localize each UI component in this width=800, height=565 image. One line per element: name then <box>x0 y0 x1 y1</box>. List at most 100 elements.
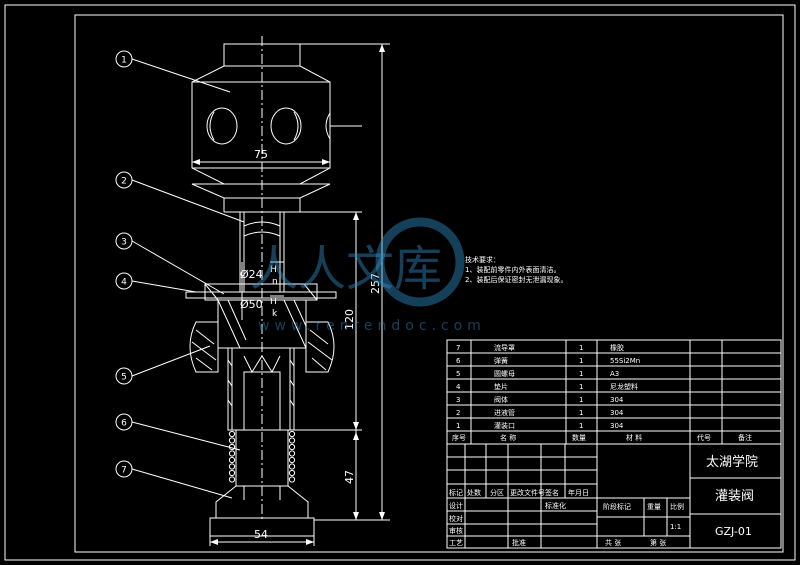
dim-fit-1b: n <box>272 277 278 287</box>
bom-cell-material: A3 <box>610 370 619 378</box>
dim-fit-2b: k <box>272 309 278 319</box>
bom-header-remark: 备注 <box>738 433 752 442</box>
spring-coil <box>288 469 296 477</box>
spring-coil <box>228 430 236 438</box>
spring-coil <box>288 456 296 464</box>
svg-text:7: 7 <box>121 466 127 476</box>
title-block <box>446 443 782 549</box>
bom-header-qty: 数量 <box>572 433 586 442</box>
bom-cell-qty: 1 <box>579 383 583 391</box>
dim-width-bottom: 54 <box>254 528 268 541</box>
tb-drawing-name: 灌装阀 <box>715 489 754 504</box>
bom-cell-no: 4 <box>456 383 461 391</box>
tb-sheet: 第 张 <box>650 538 666 547</box>
bom-header-material: 材 料 <box>626 433 642 442</box>
tb-weight: 重量 <box>647 503 661 511</box>
tb-count: 处数 <box>467 488 481 497</box>
bom-cell-qty: 1 <box>579 422 583 430</box>
bom-cell-name: 灌装口 <box>494 421 515 430</box>
spring-coil <box>228 450 236 457</box>
spring-coil <box>288 476 296 483</box>
tb-doc-no: 更改文件号 <box>510 488 545 497</box>
watermark: 人人文库 www.renrendoc.com <box>250 217 486 334</box>
dim-dia-large: Ø50 <box>240 298 263 311</box>
bom-cell-material: 尼龙塑料 <box>610 382 638 391</box>
tb-mark: 标记 <box>449 488 463 497</box>
tb-proofread: 校对 <box>449 514 463 523</box>
tb-sign: 签名 <box>545 488 559 497</box>
bom-cell-name: 进液管 <box>494 408 515 417</box>
part-fill-head <box>191 43 362 213</box>
bom-header-code: 代号 <box>697 433 711 442</box>
dim-height-mid: 120 <box>343 309 356 330</box>
outer-border <box>4 4 796 561</box>
spring-coil <box>288 437 296 444</box>
watermark-brand: 人人文库 <box>250 241 442 297</box>
watermark-ring <box>375 217 465 307</box>
watermark-url: www.renrendoc.com <box>258 318 486 334</box>
tech-req-line1: 1、装配前零件内外表面清洁。 <box>465 265 560 274</box>
tb-date: 年月日 <box>568 488 589 497</box>
tb-review: 审核 <box>449 526 463 535</box>
tech-req-title: 技术要求： <box>465 255 500 264</box>
svg-text:4: 4 <box>121 278 127 288</box>
part-spring <box>228 430 296 486</box>
tb-approve: 批准 <box>512 538 526 547</box>
spring-coil <box>288 463 296 470</box>
bom-cell-name: 弹簧 <box>494 356 508 365</box>
dim-height-total: 257 <box>369 273 382 294</box>
bom-cell-name: 流导罩 <box>494 343 515 352</box>
inner-border <box>74 14 784 553</box>
bom-cell-no: 3 <box>456 396 460 404</box>
tb-total-sheets: 共 张 <box>605 538 621 547</box>
spring-coil <box>228 469 236 477</box>
svg-text:1: 1 <box>121 56 127 66</box>
balloon-7 <box>115 460 133 478</box>
bom-cell-qty: 1 <box>579 357 583 365</box>
spring-coil <box>288 450 296 457</box>
bom-cell-no: 5 <box>456 370 460 378</box>
bom-cell-material: 橡胶 <box>610 343 624 352</box>
svg-text:6: 6 <box>121 419 127 429</box>
dim-width-top: 75 <box>254 148 268 161</box>
balloon-1 <box>115 50 133 68</box>
balloon-2 <box>115 171 133 189</box>
bom-cell-qty: 1 <box>579 344 583 352</box>
tb-scale: 1:1 <box>670 523 681 531</box>
svg-text:5: 5 <box>121 373 127 383</box>
bom-header-no: 序号 <box>452 433 466 442</box>
tb-craft: 工艺 <box>449 539 463 547</box>
tb-zone: 分区 <box>490 488 504 497</box>
tb-stage: 阶段标记 <box>603 502 631 511</box>
spring-coil <box>288 430 296 438</box>
bom-cell-material: 304 <box>610 409 624 417</box>
bom-cell-qty: 1 <box>579 396 583 404</box>
bom-cell-material: 304 <box>610 422 624 430</box>
bom-cell-name: 垫片 <box>494 382 508 391</box>
tb-school: 太湖学院 <box>706 454 758 470</box>
bom-cell-no: 6 <box>456 357 461 365</box>
spring-coil <box>228 463 236 470</box>
balloon-4 <box>115 272 133 290</box>
spring-coil <box>228 456 236 464</box>
spring-coil <box>288 443 296 451</box>
tb-ratio: 比例 <box>670 502 684 511</box>
tb-standardize: 标准化 <box>545 501 566 510</box>
tb-drawing-no: GZJ-01 <box>715 525 752 538</box>
dim-dia-small: Ø24 <box>240 268 263 281</box>
balloons: 1 2 3 4 5 6 7 <box>115 50 133 478</box>
balloon-3 <box>115 232 133 250</box>
tb-design: 设计 <box>449 501 463 510</box>
balloon-5 <box>115 367 133 385</box>
bom-cell-qty: 1 <box>579 370 583 378</box>
part-guide-cover <box>209 485 315 537</box>
bom-cell-material: 55Si2Mn <box>610 357 640 365</box>
bom-cell-no: 7 <box>456 344 460 352</box>
dim-height-bottom: 47 <box>343 470 356 484</box>
bom-cell-material: 304 <box>610 396 624 404</box>
bom-cell-no: 2 <box>456 409 460 417</box>
dim-fit-1: H <box>270 265 277 275</box>
bom-header-name: 名 称 <box>500 433 516 442</box>
tech-req-line2: 2、装配后保证密封无泄漏现象。 <box>465 275 567 284</box>
